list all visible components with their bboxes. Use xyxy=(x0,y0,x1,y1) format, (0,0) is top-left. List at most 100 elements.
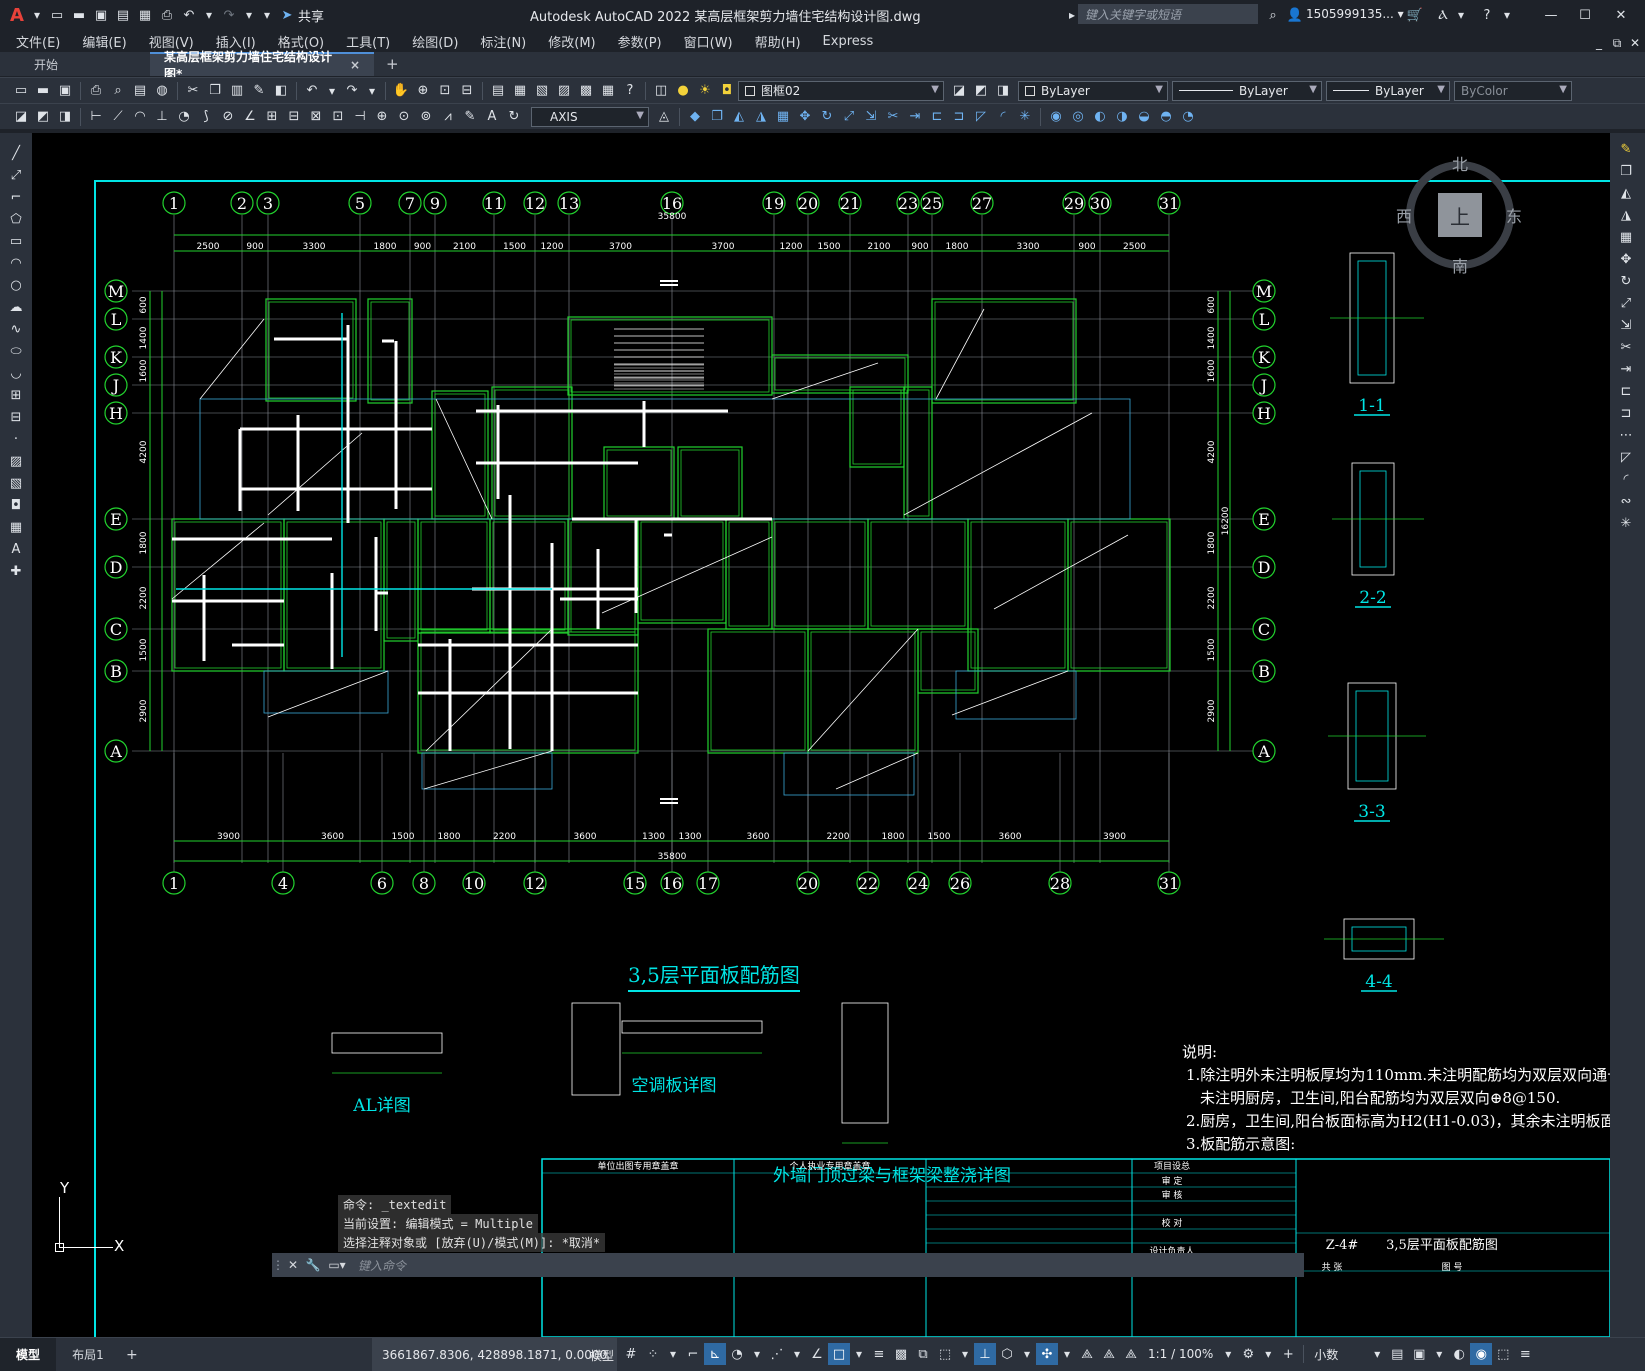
gizmo-icon[interactable]: ✣ xyxy=(1036,1343,1058,1365)
model-space-toggle[interactable]: 模型 xyxy=(590,1349,615,1363)
menu-modify[interactable]: 修改(M) xyxy=(548,35,596,51)
save-as-icon[interactable]: ▤ xyxy=(116,7,130,23)
command-grip-icon[interactable]: ⋮ xyxy=(272,1258,284,1272)
user-icon[interactable]: 👤 xyxy=(1286,7,1304,23)
selection-filter-icon[interactable]: ⬡ xyxy=(1001,1346,1013,1362)
osnap-chevron-icon[interactable]: ▾ xyxy=(855,1347,863,1361)
construction-line-icon[interactable]: ⤢ xyxy=(10,168,22,183)
grid-icon[interactable]: # xyxy=(625,1346,637,1362)
explode-r-icon[interactable]: ✳ xyxy=(1620,516,1632,531)
erase-r-icon[interactable]: ✎ xyxy=(1620,142,1632,157)
close-icon[interactable]: ✕ xyxy=(1615,7,1627,23)
plotstyle-dropdown[interactable]: ByColor ▼ xyxy=(1454,80,1572,101)
menu-file[interactable]: 文件(E) xyxy=(16,35,61,51)
menu-edit[interactable]: 编辑(E) xyxy=(82,35,127,51)
gradient-icon[interactable]: ▧ xyxy=(9,476,23,491)
isodraft-icon[interactable]: ⋰ xyxy=(770,1346,784,1362)
layer-match-icon[interactable]: ◪ xyxy=(14,109,28,124)
annotation-visibility-icon[interactable]: ⟁ xyxy=(1081,1346,1093,1362)
help-tb-icon[interactable]: ? xyxy=(626,83,634,98)
ortho-icon[interactable]: ⊾ xyxy=(704,1343,726,1365)
menu-format[interactable]: 格式(O) xyxy=(277,35,325,51)
tab-close-icon[interactable]: × xyxy=(349,58,360,72)
pan-icon[interactable]: ✋ xyxy=(392,83,410,98)
qdim-icon[interactable]: ⊞ xyxy=(266,109,278,124)
coordinates-display[interactable]: 3661867.8306, 428898.1871, 0.0000 xyxy=(372,1338,618,1371)
dim-text-edit-icon[interactable]: A xyxy=(487,109,497,124)
blend-icon[interactable]: ∾ xyxy=(1620,494,1632,509)
dim-diameter-icon[interactable]: ⊘ xyxy=(222,109,234,124)
plot-icon[interactable]: ⎙ xyxy=(161,7,173,23)
tolerance-icon[interactable]: ⊕ xyxy=(376,109,388,124)
scale-r-icon[interactable]: ⤢ xyxy=(1620,296,1632,311)
rotate-r-icon[interactable]: ↻ xyxy=(1620,274,1632,289)
dim-jogged-icon[interactable]: ⟆ xyxy=(203,109,209,124)
mirror-r-icon[interactable]: ◭ xyxy=(1621,186,1631,201)
annotation-monitor-icon[interactable]: + xyxy=(1282,1346,1294,1362)
zoom-previous-icon[interactable]: ⊟ xyxy=(461,83,473,98)
polygon-icon[interactable]: ⬠ xyxy=(10,212,22,227)
preview-icon[interactable]: ⌕ xyxy=(114,83,122,98)
dim-radius-icon[interactable]: ◔ xyxy=(178,109,190,124)
block-editor-icon[interactable]: ◧ xyxy=(274,83,288,98)
redo-chevron-icon[interactable]: ▾ xyxy=(245,8,253,22)
menu-view[interactable]: 视图(V) xyxy=(148,35,194,51)
linetype-dropdown[interactable]: ByLayer ▼ xyxy=(1172,80,1322,101)
tool-palettes-icon[interactable]: ▧ xyxy=(535,83,549,98)
undo-tb-chevron-icon[interactable]: ▾ xyxy=(328,83,336,98)
move-icon[interactable]: ✥ xyxy=(799,109,811,124)
units-value[interactable]: 小数 xyxy=(1314,1347,1339,1362)
union-icon[interactable]: ◎ xyxy=(1072,109,1084,124)
annotation-scale-icon[interactable]: ⟁ xyxy=(1125,1346,1137,1362)
menu-tools[interactable]: 工具(T) xyxy=(346,35,391,51)
command-close-icon[interactable]: ✕ xyxy=(287,1258,299,1272)
calculator-icon[interactable]: ▦ xyxy=(601,83,615,98)
dim-continue-icon[interactable]: ⊠ xyxy=(310,109,322,124)
dim-break-icon[interactable]: ⊣ xyxy=(354,109,366,124)
sheet-set-icon[interactable]: ▨ xyxy=(557,83,571,98)
share-label[interactable]: 共享 xyxy=(298,9,325,25)
command-input-placeholder[interactable]: 键入命令 xyxy=(358,1258,407,1273)
redo-icon[interactable]: ↷ xyxy=(223,7,235,23)
layer-walk-icon[interactable]: ◨ xyxy=(58,109,72,124)
join-icon[interactable]: ⊐ xyxy=(953,109,965,124)
ellipse-arc-icon[interactable]: ◡ xyxy=(10,366,22,381)
customization-icon[interactable]: ≡ xyxy=(1519,1346,1531,1362)
table-icon[interactable]: ▦ xyxy=(9,520,23,535)
add-selected-icon[interactable]: ✚ xyxy=(10,564,22,579)
arc-icon[interactable]: ◠ xyxy=(10,256,22,271)
3d-dwf-icon[interactable]: ◍ xyxy=(156,83,168,98)
selection-cycling-icon[interactable]: ⧉ xyxy=(918,1346,928,1362)
open-icon[interactable]: ▬ xyxy=(36,83,50,98)
annotation-scale-chevron-icon[interactable]: ▾ xyxy=(1225,1347,1232,1361)
clean-screen-icon[interactable]: ⬚ xyxy=(1497,1346,1510,1362)
layer-previous-icon[interactable]: ◩ xyxy=(974,83,988,98)
cut-icon[interactable]: ✂ xyxy=(187,83,199,98)
viewcube-top-face[interactable]: 上 xyxy=(1438,193,1482,237)
point-icon[interactable]: · xyxy=(13,432,19,447)
snap-icon[interactable]: ⁘ xyxy=(647,1346,659,1362)
move-r-icon[interactable]: ✥ xyxy=(1620,252,1632,267)
command-customize-icon[interactable]: 🔧 xyxy=(305,1258,321,1272)
customize-chevron-icon[interactable]: ▾ xyxy=(263,8,271,22)
dim-update-icon[interactable]: ↻ xyxy=(508,109,520,124)
publish-icon[interactable]: ▤ xyxy=(133,83,147,98)
menu-help[interactable]: 帮助(H) xyxy=(754,35,801,51)
extend-r-icon[interactable]: ⇥ xyxy=(1620,362,1632,377)
copy-obj-icon[interactable]: ❐ xyxy=(711,109,723,124)
hatch-icon[interactable]: ▨ xyxy=(9,454,23,469)
qnew-icon[interactable]: ▭ xyxy=(14,83,28,98)
splinedit-icon[interactable]: ◔ xyxy=(1182,109,1194,124)
array-r-icon[interactable]: ▦ xyxy=(1619,230,1633,245)
rectangle-icon[interactable]: ▭ xyxy=(9,234,23,249)
viewcube-north[interactable]: 北 xyxy=(1452,155,1469,174)
menu-express[interactable]: Express xyxy=(822,33,874,49)
new-tab-icon[interactable]: + xyxy=(386,55,399,73)
dimstyle-manager-icon[interactable]: ◬ xyxy=(659,109,669,124)
region-draw-icon[interactable]: ◘ xyxy=(10,498,22,513)
menu-parametric[interactable]: 参数(P) xyxy=(617,35,662,51)
polar-chevron-icon[interactable]: ▾ xyxy=(753,1347,761,1361)
user-name[interactable]: 1505999135... ▾ xyxy=(1306,7,1404,21)
tab-layout1[interactable]: 布局1 xyxy=(56,1338,120,1371)
